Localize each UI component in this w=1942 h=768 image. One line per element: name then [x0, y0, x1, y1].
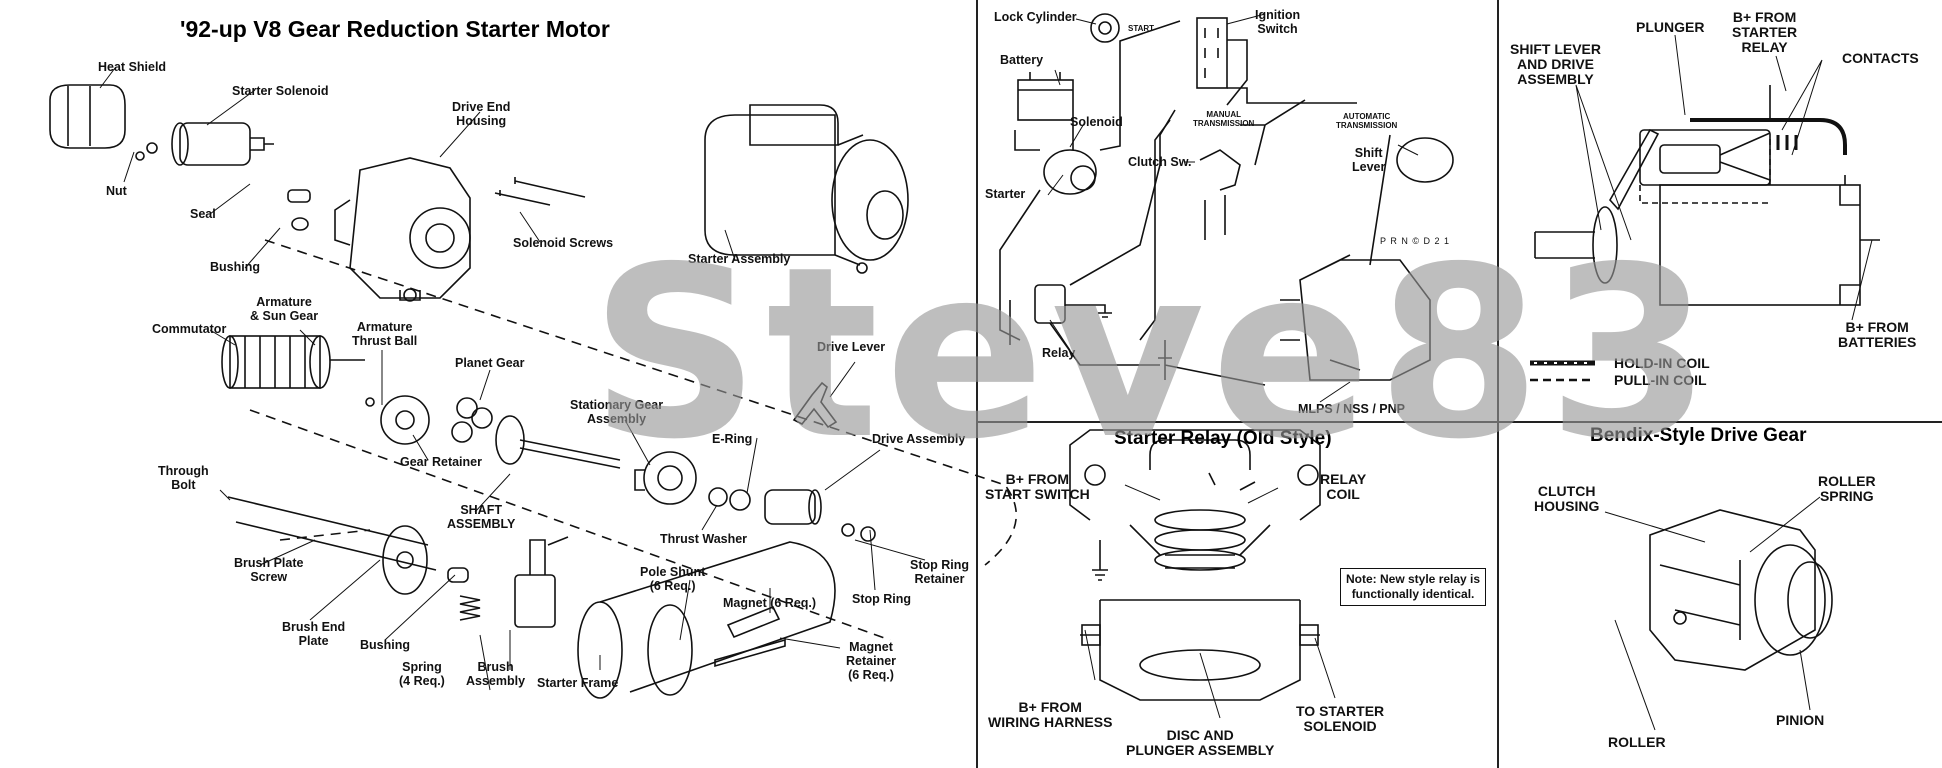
- label-starter-assembly: Starter Assembly: [688, 252, 791, 266]
- label-brush-assembly: Brush Assembly: [466, 660, 526, 688]
- label-armature-sun-gear: Armature & Sun Gear: [250, 295, 319, 323]
- legend-graphics: [1530, 360, 1595, 382]
- label-to-starter-solenoid: TO STARTER SOLENOID: [1296, 703, 1385, 734]
- stationary-gear-drawing: [634, 451, 697, 505]
- drive-end-housing-drawing: [334, 157, 471, 302]
- label-ignition-switch: Ignition Switch: [1255, 8, 1301, 36]
- label-b-plus-wiring-harness: B+ FROM WIRING HARNESS: [988, 699, 1113, 730]
- label-b-plus-batteries: B+ FROM BATTERIES: [1838, 319, 1917, 350]
- heat-shield-drawing: [49, 84, 126, 149]
- label-bushing-top: Bushing: [210, 260, 260, 274]
- divider-right: [1497, 0, 1499, 768]
- label-brush-end-plate: Brush End Plate: [282, 620, 346, 648]
- label-clutch-sw: Clutch Sw.: [1128, 155, 1192, 169]
- seal-drawing: [287, 189, 311, 203]
- label-mlps: MLPS / NSS / PNP: [1298, 402, 1405, 416]
- label-pinion: PINION: [1776, 712, 1825, 728]
- label-b-plus-starter-relay: B+ FROM STARTER RELAY: [1732, 9, 1798, 55]
- bendix-drawing: [1649, 509, 1833, 671]
- label-prndl: P R N © D 2 1: [1380, 236, 1450, 246]
- brush-assembly-drawing: [514, 536, 569, 628]
- e-ring-drawing: [729, 489, 751, 511]
- label-shift-lever: Shift Lever: [1352, 146, 1386, 174]
- label-battery: Battery: [1000, 53, 1044, 67]
- bendix-title: Bendix-Style Drive Gear: [1590, 425, 1807, 446]
- label-automatic-transmission: AUTOMATIC TRANSMISSION: [1336, 112, 1398, 130]
- bushing-bottom-drawing: [447, 567, 469, 583]
- drive-lever-drawing: [792, 381, 838, 429]
- label-magnet: Magnet (6 Req.): [723, 596, 817, 610]
- label-relay-coil: RELAY COIL: [1320, 471, 1367, 502]
- spring-drawing: [459, 595, 481, 621]
- label-armature-thrust-ball: Armature Thrust Ball: [352, 320, 418, 348]
- label-magnet-retainer: Magnet Retainer (6 Req.): [846, 640, 897, 682]
- magnet-drawing: [714, 605, 786, 668]
- label-contacts: CONTACTS: [1842, 50, 1919, 66]
- circuit-drawing: [999, 13, 1454, 386]
- label-commutator: Commutator: [152, 322, 227, 336]
- starter-assembly-drawing: [704, 104, 909, 274]
- label-solenoid-screws: Solenoid Screws: [513, 236, 614, 250]
- drive-assembly-drawing: [764, 489, 876, 542]
- label-manual-transmission: MANUAL TRANSMISSION: [1193, 110, 1255, 128]
- solenoid-screws-drawing: [494, 177, 586, 206]
- label-heat-shield: Heat Shield: [98, 60, 167, 74]
- label-lock-cylinder: Lock Cylinder: [994, 10, 1077, 24]
- label-nut: Nut: [106, 184, 127, 198]
- label-e-ring: E-Ring: [712, 432, 753, 446]
- label-shaft-assembly: SHAFT ASSEMBLY: [447, 503, 516, 531]
- thrust-washer-drawing: [708, 487, 728, 507]
- planet-gear-drawing: [380, 395, 493, 445]
- label-b-plus-start-switch: B+ FROM START SWITCH: [985, 471, 1090, 502]
- bushing-drawing: [291, 217, 309, 231]
- label-pole-shunt: Pole Shunt (6 Req.): [640, 565, 706, 593]
- relay-note: Note: New style relay is functionally id…: [1340, 568, 1487, 606]
- brush-end-plate-drawing: [382, 525, 428, 595]
- divider-left: [976, 0, 978, 768]
- label-relay: Relay: [1042, 346, 1076, 360]
- main-title: '92-up V8 Gear Reduction Starter Motor: [180, 16, 610, 42]
- label-through-bolt: Through Bolt: [158, 464, 209, 492]
- label-planet-gear: Planet Gear: [455, 356, 525, 370]
- label-spring: Spring (4 Req.): [399, 660, 445, 688]
- relay-drawing: [1069, 429, 1321, 701]
- label-bushing-bottom: Bushing: [360, 638, 410, 652]
- through-bolt-drawing: [227, 496, 437, 571]
- label-seal: Seal: [190, 207, 216, 221]
- shaft-assembly-drawing: [495, 415, 621, 469]
- label-stationary-gear-assembly: Stationary Gear Assembly: [570, 398, 664, 426]
- starter-frame-drawing: [577, 541, 836, 699]
- label-drive-end-housing: Drive End Housing: [452, 100, 511, 128]
- label-brush-plate-screw: Brush Plate Screw: [234, 556, 304, 584]
- label-gear-retainer: Gear Retainer: [400, 455, 482, 469]
- legend-hold-in-coil: HOLD-IN COIL: [1614, 355, 1710, 371]
- label-starter-solenoid: Starter Solenoid: [232, 84, 329, 98]
- relay-title: Starter Relay (Old Style): [1114, 428, 1332, 449]
- label-clutch-housing: CLUTCH HOUSING: [1534, 483, 1600, 514]
- label-start: START: [1128, 24, 1155, 33]
- solenoid-cutaway-drawing: [1534, 85, 1880, 306]
- label-drive-assembly: Drive Assembly: [872, 432, 966, 446]
- label-starter: Starter: [985, 187, 1026, 201]
- label-solenoid: Solenoid: [1070, 115, 1123, 129]
- label-drive-lever: Drive Lever: [817, 340, 886, 354]
- legend-pull-in-coil: PULL-IN COIL: [1614, 372, 1707, 388]
- label-plunger: PLUNGER: [1636, 19, 1705, 35]
- divider-horizontal: [977, 421, 1942, 423]
- label-roller-spring: ROLLER SPRING: [1818, 473, 1876, 504]
- label-stop-ring: Stop Ring: [852, 592, 912, 606]
- label-thrust-washer: Thrust Washer: [660, 532, 748, 546]
- starter-solenoid-drawing: [135, 122, 274, 166]
- label-disc-plunger: DISC AND PLUNGER ASSEMBLY: [1126, 727, 1275, 758]
- label-roller: ROLLER: [1608, 734, 1666, 750]
- label-shift-lever-drive: SHIFT LEVER AND DRIVE ASSEMBLY: [1510, 41, 1602, 87]
- label-stop-ring-retainer: Stop Ring Retainer: [910, 558, 970, 586]
- armature-drawing: [221, 335, 375, 407]
- label-starter-frame: Starter Frame: [537, 676, 619, 690]
